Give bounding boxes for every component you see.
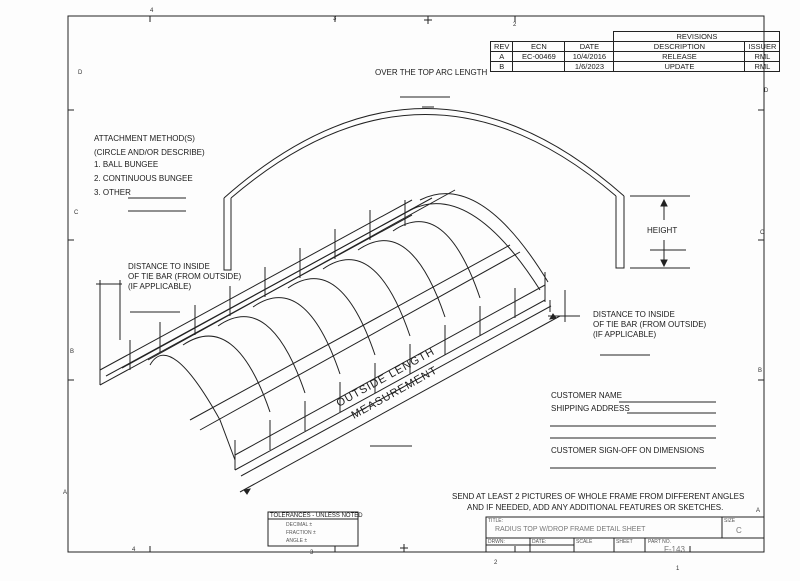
shipping-address-label: SHIPPING ADDRESS <box>551 404 630 413</box>
zone-bottom-4: 4 <box>132 547 136 553</box>
zone-bottom-2: 2 <box>494 560 498 566</box>
zone-right-d: D <box>764 88 769 94</box>
center-mark-bottom <box>400 544 408 552</box>
customer-name-label: CUSTOMER NAME <box>551 391 622 400</box>
drawing-title: RADIUS TOP W/DROP FRAME DETAIL SHEET <box>495 526 646 533</box>
drawn-caption: DRWN: <box>488 539 505 545</box>
date-header: DATE <box>564 41 615 52</box>
zone-bottom-3: 3 <box>310 550 314 556</box>
zone-top-2: 2 <box>513 22 517 28</box>
size-caption: SIZE <box>724 518 736 524</box>
part-no-caption: PART NO. <box>648 539 672 545</box>
zone-left-a: A <box>63 490 68 496</box>
rail-front-bottom <box>234 299 546 471</box>
revision-row: A EC-00469 10/4/2016 RELEASE RML <box>489 51 781 62</box>
size-value: C <box>736 526 742 535</box>
date-caption: DATE: <box>532 539 547 545</box>
fraction-label: FRACTION ± <box>286 530 316 536</box>
tie-right-line-1: DISTANCE TO INSIDE <box>593 310 675 319</box>
decimal-label: DECIMAL ± <box>286 522 313 528</box>
tolerances-label: TOLERANCES - UNLESS NOTED <box>270 513 363 519</box>
arc-length-label: OVER THE TOP ARC LENGTH <box>375 68 488 77</box>
tie-right-line-3: (IF APPLICABLE) <box>593 330 657 339</box>
attachment-subtitle: (CIRCLE AND/OR DESCRIBE) <box>94 148 205 157</box>
angle-label: ANGLE ± <box>286 538 308 544</box>
zone-right-c: C <box>760 230 765 236</box>
revision-row: B 1/6/2023 UPDATE RML <box>489 61 781 72</box>
issuer-header: ISSUER <box>744 41 781 52</box>
attachment-option-3: 3. OTHER <box>94 188 131 197</box>
attachment-title: ATTACHMENT METHOD(S) <box>94 134 195 143</box>
attachment-option-2: 2. CONTINUOUS BUNGEE <box>94 174 193 183</box>
arc-outer <box>223 108 625 199</box>
customer-signoff-label: CUSTOMER SIGN-OFF ON DIMENSIONS <box>551 446 705 455</box>
rev-header: REV <box>489 41 514 52</box>
revisions-table: REVISIONS REV ECN DATE DESCRIPTION ISSUE… <box>489 31 781 72</box>
zone-right-b: B <box>758 368 763 374</box>
zone-top-3: 3 <box>333 16 337 22</box>
title-caption: TITLE: <box>488 518 504 524</box>
zone-left-d: D <box>78 70 83 76</box>
zone-bottom-1: 1 <box>676 566 680 572</box>
revisions-title: REVISIONS <box>613 31 781 42</box>
description-header: DESCRIPTION <box>613 41 746 52</box>
tie-left-line-3: (IF APPLICABLE) <box>128 282 192 291</box>
scale-caption: SCALE <box>576 539 593 545</box>
tie-left-line-1: DISTANCE TO INSIDE <box>128 262 210 271</box>
sheet-border <box>67 15 765 553</box>
sheet-caption: SHEET <box>616 539 633 545</box>
part-no-value: F-143 <box>664 545 685 554</box>
ecn-header: ECN <box>512 41 566 52</box>
zone-left-c: C <box>74 210 79 216</box>
attachment-option-1: 1. BALL BUNGEE <box>94 160 159 169</box>
zone-right-a: A <box>756 508 761 514</box>
rail-back-bottom <box>99 199 413 371</box>
zone-left-b: B <box>70 349 75 355</box>
revisions-header-row: REV ECN DATE DESCRIPTION ISSUER <box>489 41 781 52</box>
tie-left-line-2: OF TIE BAR (FROM OUTSIDE) <box>128 272 242 281</box>
center-mark-top <box>424 16 432 24</box>
zone-top-4: 4 <box>150 8 154 14</box>
send-pictures-line-2: AND IF NEEDED, ADD ANY ADDITIONAL FEATUR… <box>467 503 724 512</box>
tie-right-line-2: OF TIE BAR (FROM OUTSIDE) <box>593 320 707 329</box>
height-label: HEIGHT <box>647 226 678 235</box>
send-pictures-line-1: SEND AT LEAST 2 PICTURES OF WHOLE FRAME … <box>452 492 745 501</box>
